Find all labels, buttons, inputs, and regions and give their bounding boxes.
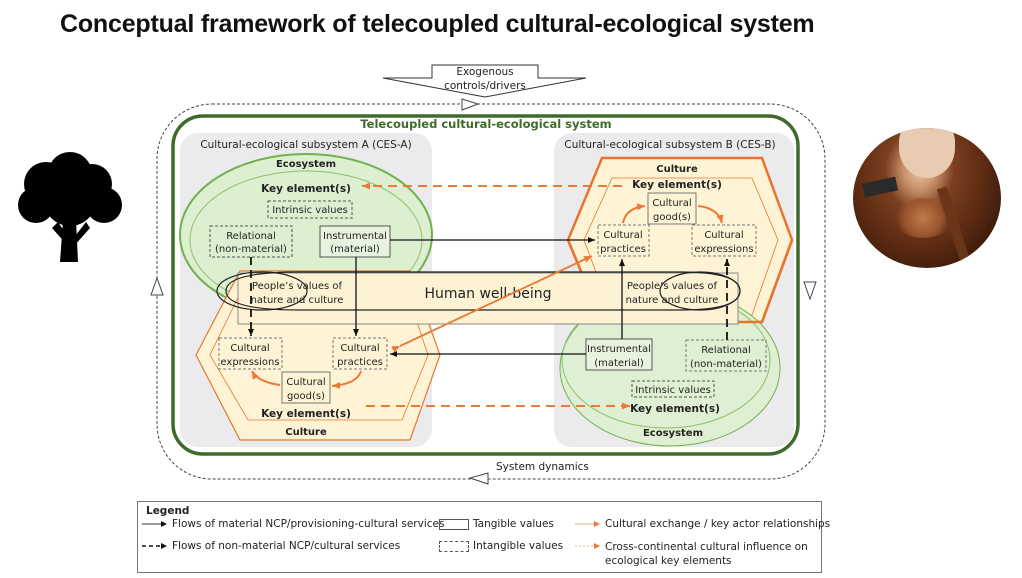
legend-label-2: ecological key elements bbox=[605, 555, 732, 567]
practices-to-goods-b-arrow bbox=[622, 203, 646, 224]
peoples-values-a-oval bbox=[216, 271, 308, 311]
tree-icon bbox=[18, 152, 122, 262]
cultural-goods-b-line1: Cultural bbox=[652, 198, 691, 209]
cultural-practices-a-box bbox=[332, 337, 388, 370]
page-title: Conceptual framework of telecoupled cult… bbox=[60, 10, 815, 38]
legend-item-cross-continental: Cross-continental cultural influence on … bbox=[575, 540, 808, 568]
culture-b-label: Culture bbox=[656, 164, 698, 175]
loop-arrow-left bbox=[150, 276, 164, 296]
eco-key-element-b: Key element(s) bbox=[630, 403, 720, 415]
legend: Legend Flows of material NCP/provisionin… bbox=[137, 501, 830, 573]
cultural-expressions-b-line1: Cultural bbox=[704, 230, 743, 241]
human-wellbeing-label: Human well-being bbox=[425, 286, 552, 302]
cultural-goods-b-box bbox=[647, 192, 697, 225]
dashed-black-arrow-icon bbox=[142, 543, 167, 549]
legend-item-cultural-exchange: Cultural exchange / key actor relationsh… bbox=[575, 518, 830, 530]
cultural-practices-b-line1: Cultural bbox=[603, 230, 642, 241]
solid-box-icon bbox=[439, 519, 469, 530]
cultural-exchange-arrow bbox=[391, 255, 593, 353]
legend-item-intangible: Intangible values bbox=[439, 540, 563, 552]
loop-arrow-bottom bbox=[468, 472, 489, 485]
cultural-practices-b-box bbox=[597, 224, 650, 257]
peoples-values-a-line1: People’s values of bbox=[252, 281, 343, 292]
dashed-box-icon bbox=[439, 541, 469, 552]
practices-to-goods-a-arrow bbox=[331, 370, 362, 389]
cultural-expressions-b-box bbox=[691, 224, 757, 257]
culture-key-element-b: Key element(s) bbox=[632, 179, 722, 191]
solid-black-arrow-icon bbox=[142, 521, 167, 527]
legend-item-material-flow: Flows of material NCP/provisioning-cultu… bbox=[142, 518, 444, 530]
instrumental-a-box bbox=[319, 225, 391, 258]
wellbeing-oval bbox=[225, 271, 741, 311]
legend-label: Flows of material NCP/provisioning-cultu… bbox=[172, 518, 445, 530]
relational-a-line2: (non-material) bbox=[215, 244, 287, 255]
peoples-values-b-line1: People’s values of bbox=[627, 281, 718, 292]
cultural-expressions-b-line2: expressions bbox=[694, 244, 753, 255]
instrumental-a-line2: (material) bbox=[330, 244, 380, 255]
cultural-practices-a-line1: Cultural bbox=[340, 343, 379, 354]
instrumental-b-line1: Instrumental bbox=[587, 344, 651, 355]
culture-a-label: Culture bbox=[285, 427, 327, 438]
ecosystem-a-label: Ecosystem bbox=[276, 159, 336, 170]
peoples-values-a-line2: nature and culture bbox=[251, 295, 344, 306]
peoples-values-b-line2: nature and culture bbox=[626, 295, 719, 306]
cultural-expressions-a-box bbox=[218, 337, 283, 370]
cultural-goods-a-box bbox=[281, 371, 331, 404]
cultural-practices-b-line2: practices bbox=[600, 244, 646, 255]
solid-orange-arrow-icon bbox=[575, 521, 600, 527]
cultural-practices-a-line2: practices bbox=[337, 357, 383, 368]
subsystem-b-label: Cultural-ecological subsystem B (CES-B) bbox=[564, 139, 775, 151]
legend-label: Tangible values bbox=[473, 518, 554, 530]
intrinsic-values-b-box bbox=[631, 380, 715, 398]
cultural-goods-a-line2: good(s) bbox=[287, 391, 325, 402]
relational-a-line1: Relational bbox=[226, 231, 276, 242]
craft-photo bbox=[853, 128, 1001, 268]
intrinsic-values-a-box bbox=[267, 200, 353, 219]
relational-b-box bbox=[685, 339, 767, 372]
ecosystem-b-label: Ecosystem bbox=[643, 428, 703, 439]
relational-b-line1: Relational bbox=[701, 345, 751, 356]
legend-label: Cultural exchange / key actor relationsh… bbox=[605, 518, 831, 530]
intrinsic-values-a: Intrinsic values bbox=[272, 205, 348, 216]
instrumental-b-box bbox=[585, 338, 653, 371]
exogenous-drivers-arrow: Exogenous controls/drivers bbox=[382, 64, 587, 98]
legend-label: Intangible values bbox=[473, 540, 564, 552]
intrinsic-values-b: Intrinsic values bbox=[635, 385, 711, 396]
legend-title: Legend bbox=[146, 505, 190, 517]
cultural-expressions-a-line2: expressions bbox=[220, 357, 279, 368]
system-label: Telecoupled cultural-ecological system bbox=[360, 117, 611, 131]
goods-to-expressions-a-arrow bbox=[251, 370, 281, 386]
cultural-goods-a-line1: Cultural bbox=[286, 377, 325, 388]
dotted-orange-arrow-icon bbox=[575, 543, 600, 549]
goods-to-expressions-b-arrow bbox=[697, 205, 724, 224]
instrumental-a-line1: Instrumental bbox=[323, 231, 387, 242]
relational-a-box bbox=[209, 225, 293, 258]
cultural-expressions-a-line1: Cultural bbox=[230, 343, 269, 354]
culture-key-element-a: Key element(s) bbox=[261, 408, 351, 420]
legend-label: Cross-continental cultural influence on bbox=[605, 541, 808, 553]
exogenous-label-1: Exogenous bbox=[456, 66, 513, 78]
legend-item-nonmaterial-flow: Flows of non-material NCP/cultural servi… bbox=[142, 540, 400, 552]
loop-arrow-right bbox=[803, 281, 817, 301]
legend-label: Flows of non-material NCP/cultural servi… bbox=[172, 540, 401, 552]
subsystem-a-label: Cultural-ecological subsystem A (CES-A) bbox=[200, 139, 411, 151]
legend-item-tangible: Tangible values bbox=[439, 518, 554, 530]
loop-arrow-top bbox=[461, 98, 480, 111]
instrumental-b-line2: (material) bbox=[594, 358, 644, 369]
cultural-goods-b-line2: good(s) bbox=[653, 212, 691, 223]
relational-b-line2: (non-material) bbox=[690, 359, 762, 370]
exogenous-label-2: controls/drivers bbox=[444, 80, 526, 92]
eco-key-element-a: Key element(s) bbox=[261, 183, 351, 195]
system-dynamics-label: System dynamics bbox=[496, 461, 589, 473]
